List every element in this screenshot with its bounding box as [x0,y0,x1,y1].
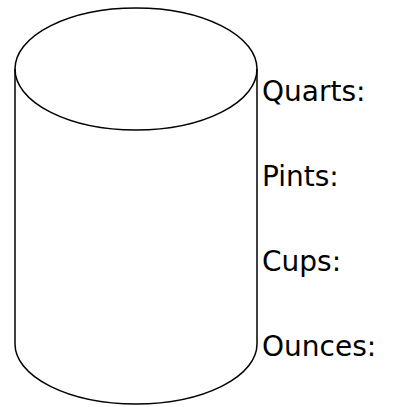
unit-label: Pints: [262,162,339,193]
cylinder-bottom [15,344,257,404]
cylinder-side [256,69,258,344]
cylinder-top [15,8,257,130]
unit-label: Quarts: [262,77,365,108]
cylinder-side [14,69,16,344]
unit-label: Ounces: [262,332,376,363]
unit-label: Cups: [262,247,341,278]
